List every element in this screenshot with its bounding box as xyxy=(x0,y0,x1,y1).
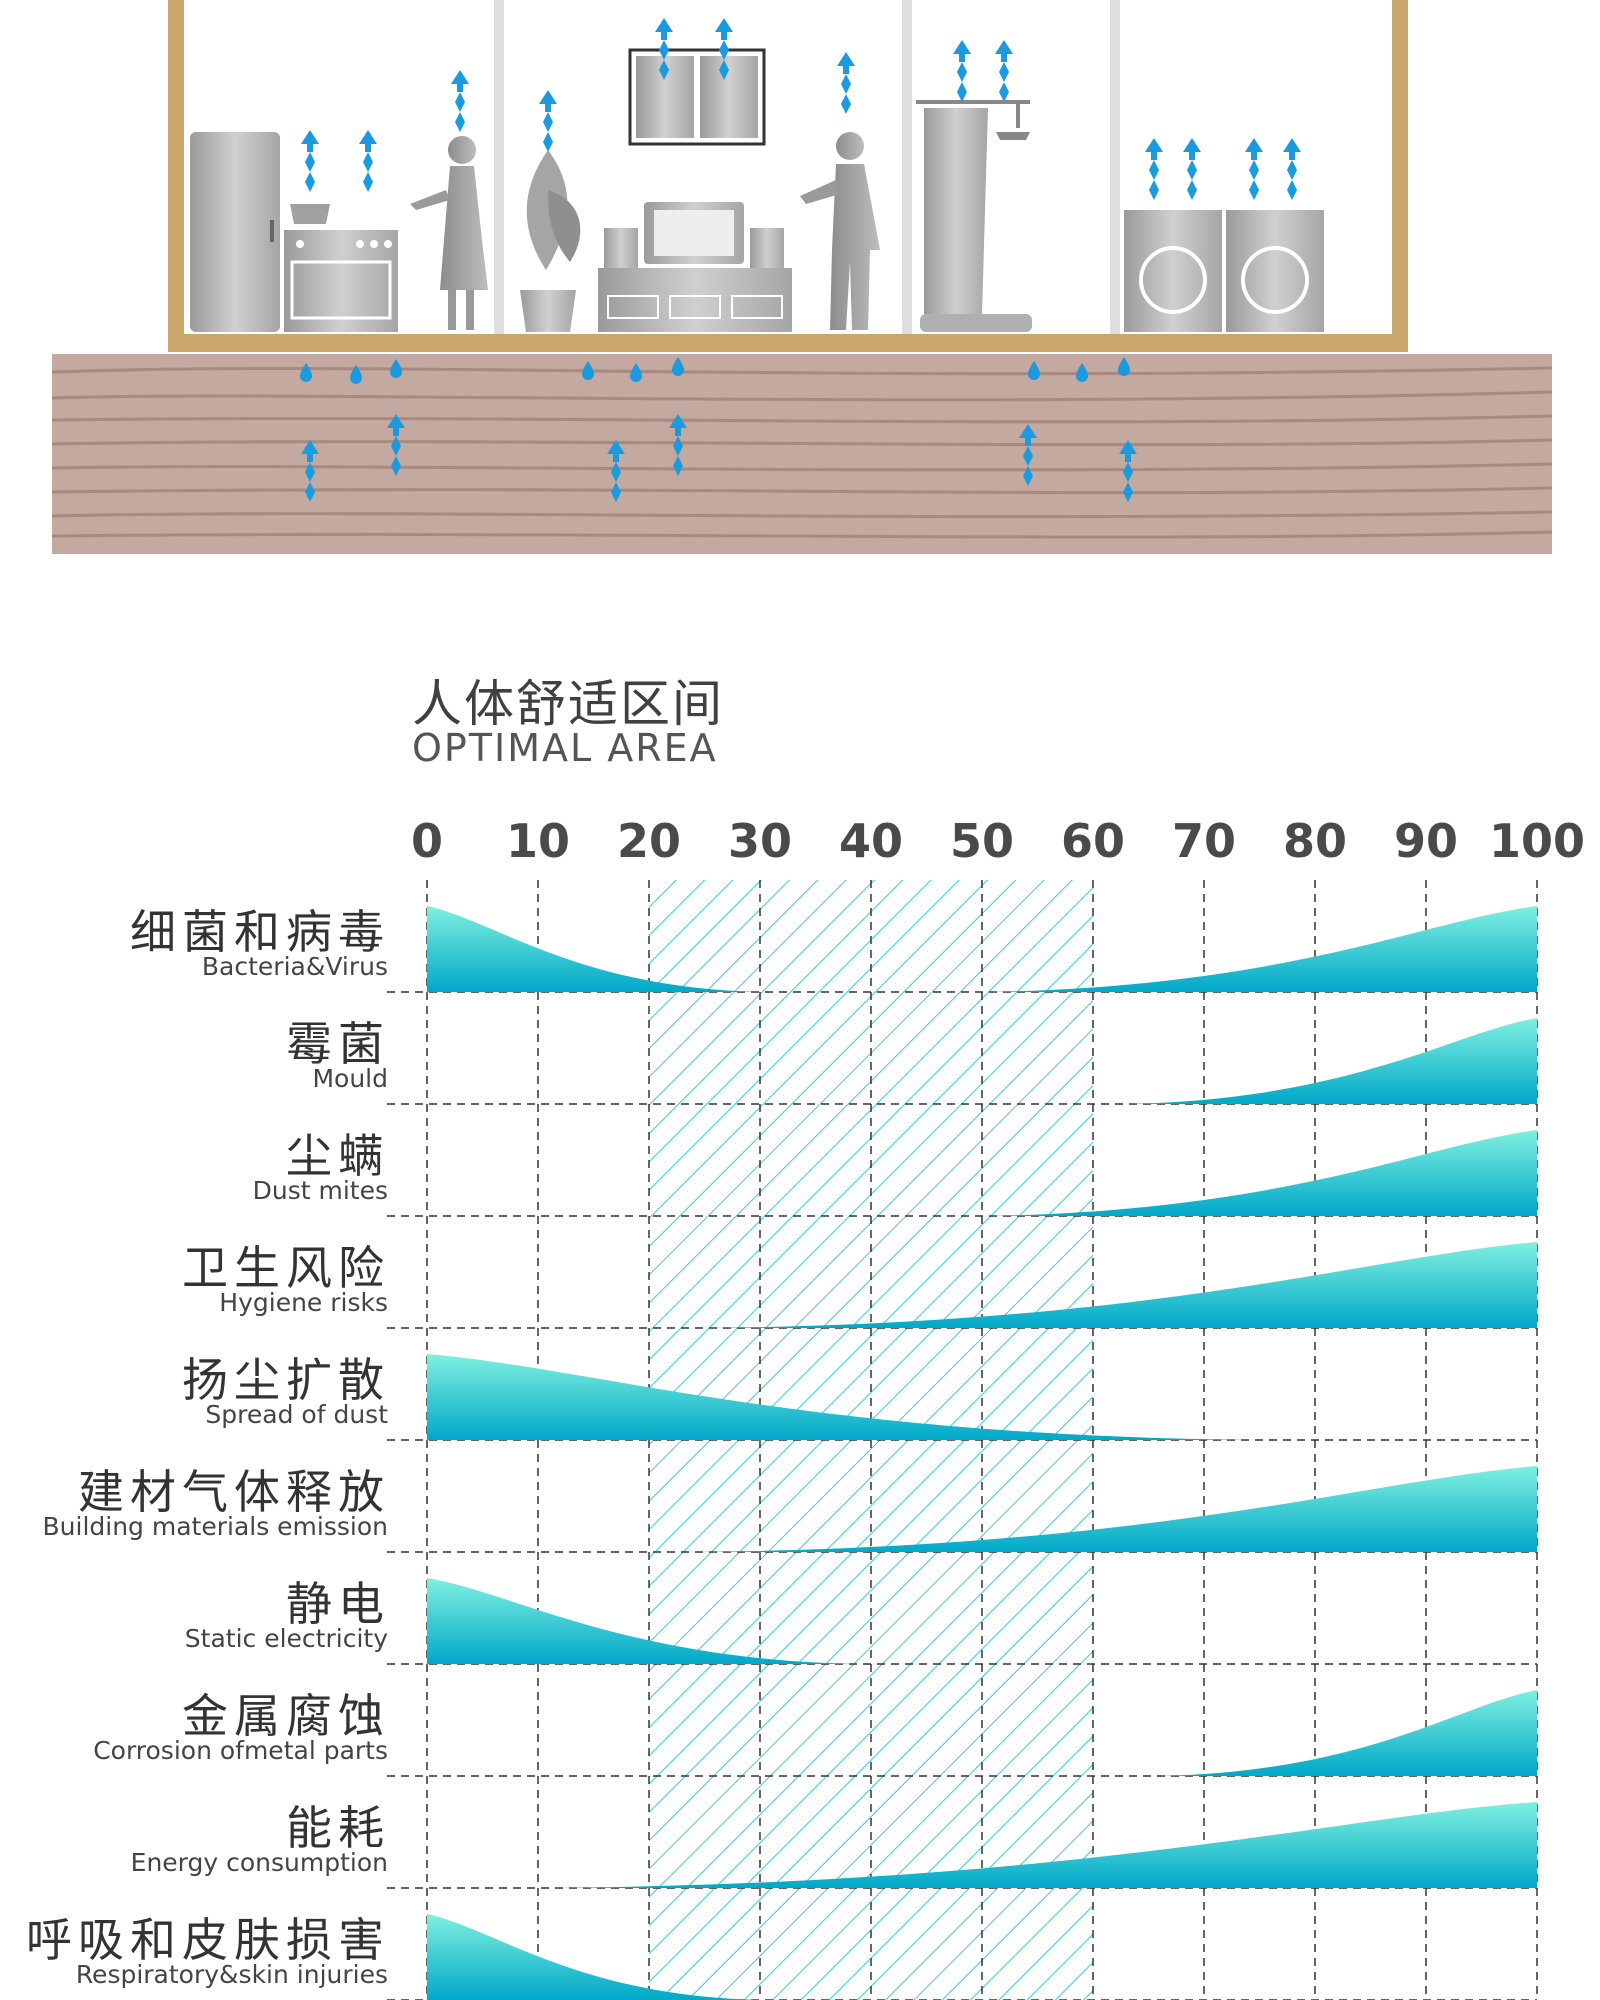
row-label-en: Bacteria&Virus xyxy=(201,952,388,981)
x-tick-label-0: 0 xyxy=(410,814,444,868)
risk-area-row-9-seg-1 xyxy=(538,1802,1537,1888)
row-label-zh: 静电 xyxy=(286,1577,390,1631)
house-moisture-illustration xyxy=(51,0,1553,554)
washing-machine-icon xyxy=(1124,210,1324,332)
shower-curtain-icon xyxy=(916,100,1032,332)
house-frame xyxy=(168,0,1408,352)
risk-area-row-2-seg-1 xyxy=(1126,1018,1537,1104)
tv-cabinet-icon xyxy=(598,202,792,332)
row-label-zh: 呼吸和皮肤损害 xyxy=(26,1913,390,1967)
x-tick-label-50: 50 xyxy=(949,814,1015,868)
x-tick-label-30: 30 xyxy=(727,814,793,868)
x-tick-label-90: 90 xyxy=(1393,814,1459,868)
row-label-en: Dust mites xyxy=(252,1176,388,1205)
plant-icon xyxy=(520,150,581,332)
risk-area-row-3-seg-1 xyxy=(982,1130,1537,1216)
chart-title-en: OPTIMAL AREA xyxy=(412,726,718,770)
row-label-zh: 卫生风险 xyxy=(182,1241,390,1295)
risk-area-row-7-seg-1 xyxy=(427,1578,860,1664)
row-label-en: Building materials emission xyxy=(42,1512,389,1541)
row-label-zh: 建材气体释放 xyxy=(78,1465,390,1519)
risk-area-row-6-seg-1 xyxy=(693,1466,1537,1552)
x-tick-label-70: 70 xyxy=(1171,814,1237,868)
row-label-en: Corrosion ofmetal parts xyxy=(93,1736,388,1765)
risk-area-row-4-seg-1 xyxy=(704,1242,1537,1328)
woman-silhouette-icon xyxy=(410,136,488,330)
x-tick-label-40: 40 xyxy=(838,814,904,868)
man-silhouette-icon xyxy=(800,132,880,330)
row-label-zh: 扬尘扩散 xyxy=(182,1353,390,1407)
risk-area-row-1-seg-1 xyxy=(427,906,760,992)
risk-area-row-1-seg-2 xyxy=(982,906,1537,992)
x-tick-label-100: 100 xyxy=(1488,814,1586,868)
stove-icon xyxy=(284,204,398,332)
chart-title-zh: 人体舒适区间 xyxy=(412,675,724,733)
risk-area-row-8-seg-1 xyxy=(1159,1690,1537,1776)
risk-area-row-10-seg-1 xyxy=(427,1914,760,2000)
row-label-zh: 金属腐蚀 xyxy=(182,1689,390,1743)
x-tick-label-60: 60 xyxy=(1060,814,1126,868)
risk-area-row-5-seg-1 xyxy=(427,1354,1260,1440)
row-label-zh: 能耗 xyxy=(286,1801,390,1855)
row-label-zh: 尘螨 xyxy=(286,1129,390,1183)
row-label-en: Respiratory&skin injuries xyxy=(75,1960,388,1989)
row-label-zh: 细菌和病毒 xyxy=(130,905,390,959)
row-label-zh: 霉菌 xyxy=(286,1017,390,1071)
row-label-en: Spread of dust xyxy=(205,1400,388,1429)
x-tick-label-10: 10 xyxy=(505,814,571,868)
x-tick-label-80: 80 xyxy=(1282,814,1348,868)
row-label-en: Static electricity xyxy=(184,1624,388,1653)
refrigerator-icon xyxy=(190,132,280,332)
x-tick-label-20: 20 xyxy=(616,814,682,868)
row-label-en: Mould xyxy=(312,1064,388,1093)
row-label-en: Energy consumption xyxy=(130,1848,388,1877)
row-label-en: Hygiene risks xyxy=(219,1288,388,1317)
